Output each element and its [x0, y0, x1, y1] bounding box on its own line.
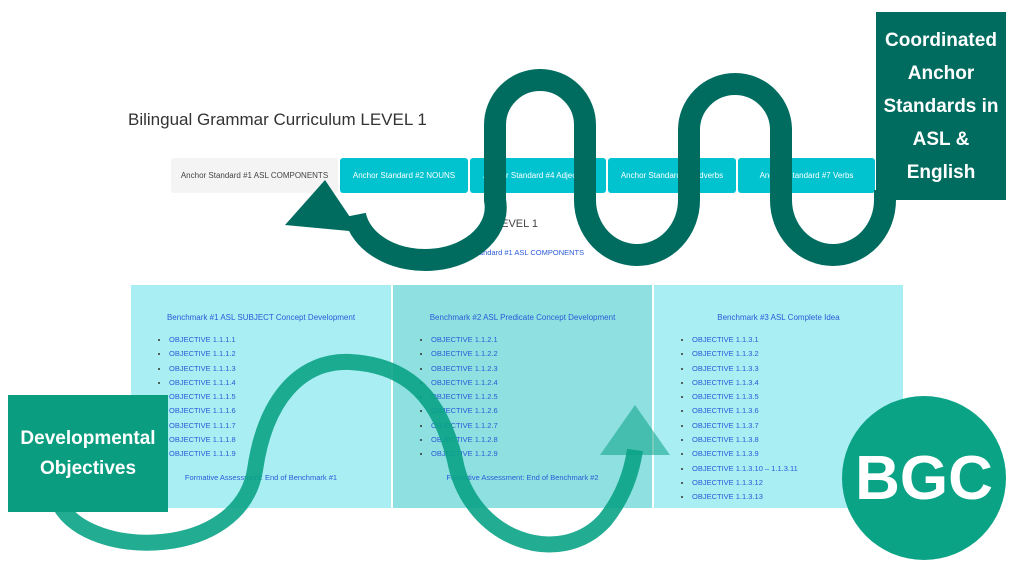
objective-link[interactable]: OBJECTIVE 1.1.2.3 — [431, 362, 498, 376]
objective-link[interactable]: OBJECTIVE 1.1.3.4 — [692, 376, 798, 390]
objective-link[interactable]: OBJECTIVE 1.1.1.2 — [169, 347, 236, 361]
objective-link[interactable]: OBJECTIVE 1.1.2.1 — [431, 333, 498, 347]
objective-link[interactable]: OBJECTIVE 1.1.3.7 — [692, 419, 798, 433]
objective-link[interactable]: OBJECTIVE 1.1.2.6 — [431, 404, 498, 418]
objective-link[interactable]: OBJECTIVE 1.1.3.3 — [692, 362, 798, 376]
objective-link[interactable]: OBJECTIVE 1.1.2.8 — [431, 433, 498, 447]
benchmark-panel: Benchmark #2 ASL Predicate Concept Devel… — [393, 285, 652, 508]
arrow-head-dark — [285, 180, 360, 232]
objective-link[interactable]: OBJECTIVE 1.1.1.1 — [169, 333, 236, 347]
formative-assessment-link[interactable]: Formative Assessment: End of Benchmark #… — [446, 473, 599, 482]
objective-link[interactable]: OBJECTIVE 1.1.1.9 — [169, 447, 236, 461]
objective-link[interactable]: OBJECTIVE 1.1.1.5 — [169, 390, 236, 404]
objective-link[interactable]: OBJECTIVE 1.1.3.5 — [692, 390, 798, 404]
objective-list: OBJECTIVE 1.1.1.1OBJECTIVE 1.1.1.2OBJECT… — [131, 333, 236, 462]
benchmark-title[interactable]: Benchmark #3 ASL Complete Idea — [717, 313, 840, 322]
objective-link[interactable]: OBJECTIVE 1.1.3.12 — [692, 476, 798, 490]
objective-link[interactable]: OBJECTIVE 1.1.1.7 — [169, 419, 236, 433]
tab-asl-components[interactable]: Anchor Standard #1 ASL COMPONENTS — [171, 158, 338, 193]
benchmark-panel: Benchmark #1 ASL SUBJECT Concept Develop… — [131, 285, 391, 508]
objective-link[interactable]: OBJECTIVE 1.1.2.5 — [431, 390, 498, 404]
page-title: Bilingual Grammar Curriculum LEVEL 1 — [128, 110, 427, 129]
objective-link[interactable]: OBJECTIVE 1.1.3.8 — [692, 433, 798, 447]
objective-list: OBJECTIVE 1.1.2.1OBJECTIVE 1.1.2.2OBJECT… — [393, 333, 498, 462]
objective-link[interactable]: OBJECTIVE 1.1.3.2 — [692, 347, 798, 361]
benchmark-title[interactable]: Benchmark #2 ASL Predicate Concept Devel… — [429, 313, 616, 322]
objective-link[interactable]: OBJECTIVE 1.1.3.6 — [692, 404, 798, 418]
objective-link[interactable]: OBJECTIVE 1.1.3.13 — [692, 490, 798, 504]
anchor-standard-link[interactable]: Anchor Standard #1 ASL COMPONENTS — [446, 248, 585, 257]
objective-link[interactable]: OBJECTIVE 1.1.3.10 – 1.1.3.11 — [692, 462, 798, 476]
bgc-logo: BGC — [842, 396, 1006, 560]
arrow-head-green — [600, 405, 670, 455]
objective-link[interactable]: OBJECTIVE 1.1.1.3 — [169, 362, 236, 376]
objective-list: OBJECTIVE 1.1.3.1OBJECTIVE 1.1.3.2OBJECT… — [654, 333, 798, 505]
serpentine-arrow — [344, 69, 896, 271]
objective-link[interactable]: OBJECTIVE 1.1.2.9 — [431, 447, 498, 461]
objective-link[interactable]: OBJECTIVE 1.1.1.6 — [169, 404, 236, 418]
benchmark-title[interactable]: Benchmark #1 ASL SUBJECT Concept Develop… — [166, 313, 356, 322]
objective-link[interactable]: OBJECTIVE 1.1.1.4 — [169, 376, 236, 390]
objective-link[interactable]: OBJECTIVE 1.1.2.7 — [431, 419, 498, 433]
level-heading: LEVEL 1 — [495, 218, 539, 230]
objective-link[interactable]: OBJECTIVE 1.1.3.1 — [692, 333, 798, 347]
developmental-objectives-callout: Developmental Objectives — [8, 395, 168, 512]
loop-arrow — [52, 353, 643, 553]
objective-link[interactable]: OBJECTIVE 1.1.2.2 — [431, 347, 498, 361]
objective-link[interactable]: OBJECTIVE 1.1.2.4 — [431, 376, 498, 390]
tab-nouns[interactable]: Anchor Standard #2 NOUNS — [340, 158, 468, 193]
objective-link[interactable]: OBJECTIVE 1.1.1.8 — [169, 433, 236, 447]
objective-link[interactable]: OBJECTIVE 1.1.3.9 — [692, 447, 798, 461]
anchor-standards-callout: Coordinated Anchor Standards in ASL & En… — [876, 12, 1006, 200]
tab-verbs[interactable]: Anchor Standard #7 Verbs — [738, 158, 875, 193]
tab-adverbs[interactable]: Anchor Standard #5 Adverbs — [608, 158, 736, 193]
